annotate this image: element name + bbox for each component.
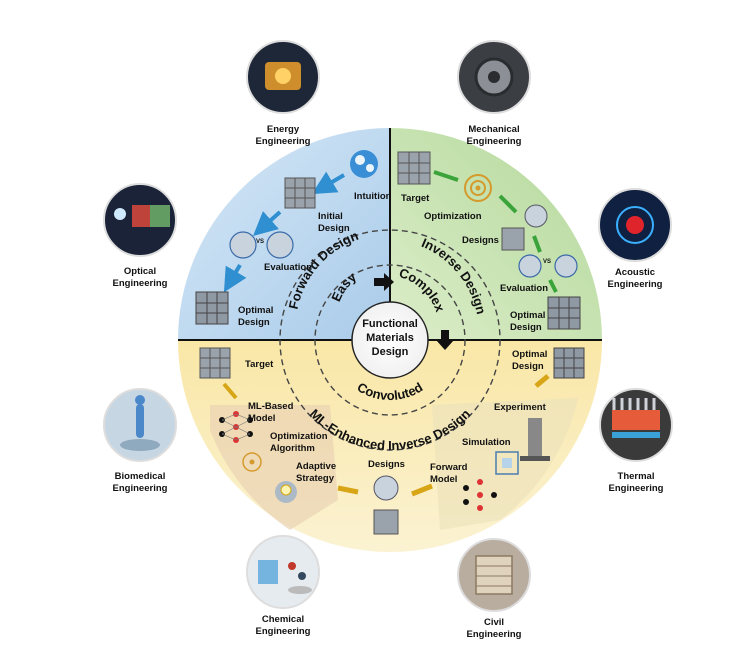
center-line3: Design	[372, 346, 409, 358]
thermal-application-icon	[599, 388, 673, 462]
initial-design-lattice-icon	[284, 177, 316, 209]
adaptive-strategy-label2: Strategy	[296, 473, 335, 484]
acoustic-application-icon	[598, 188, 672, 262]
simulation-label: Simulation	[462, 437, 511, 448]
biomedical-application-icon	[103, 388, 177, 462]
right-arrow-icon	[374, 273, 394, 291]
forward-model-label2: Model	[430, 474, 457, 485]
inverse-target-lattice-icon	[397, 151, 431, 185]
optical-application-icon	[103, 183, 177, 257]
simulation-cube-icon	[495, 451, 519, 475]
optimization-algorithm-label2: Algorithm	[270, 443, 315, 454]
ml-target-lattice-icon	[199, 347, 231, 379]
experiment-label: Experiment	[494, 402, 547, 413]
lightbulb-icon	[275, 481, 297, 503]
ml-optimal-label2: Design	[512, 361, 544, 372]
optimization-label: Optimization	[424, 211, 482, 222]
ml-model-label1: ML-Based	[248, 401, 294, 412]
initial-design-label2: Design	[318, 223, 350, 234]
neural-network-icon	[219, 411, 253, 443]
inverse-vs-label: VS	[543, 259, 551, 265]
adaptive-strategy-label1: Adaptive	[296, 461, 336, 472]
forward-model-label1: Forward	[430, 462, 468, 473]
center-line2: Materials	[366, 332, 414, 344]
ml-optimal-label1: Optimal	[512, 349, 547, 360]
evaluation-label: Evaluation	[264, 262, 312, 273]
designs-label: Designs	[462, 235, 499, 246]
optimization-algorithm-label1: Optimization	[270, 431, 328, 442]
forward-optimal-label2: Design	[238, 317, 270, 328]
intuition-label: Intuition	[354, 191, 392, 202]
ml-model-label2: Model	[248, 413, 275, 424]
ml-left-panel	[210, 405, 338, 530]
civil-application-icon	[457, 538, 531, 612]
mechanical-application-icon	[457, 40, 531, 114]
convoluted-label: Convoluted	[355, 379, 426, 403]
forward-optimal-label1: Optimal	[238, 305, 273, 316]
down-arrow-icon	[436, 330, 454, 350]
ml-target-label: Target	[245, 359, 274, 370]
initial-design-label1: Initial	[318, 211, 343, 222]
center-circle	[351, 301, 429, 379]
forward-model-network-icon	[463, 479, 497, 511]
inverse-evaluation-spheres-icon	[518, 254, 578, 278]
designs-icons	[501, 204, 548, 251]
inverse-evaluation-label: Evaluation	[500, 283, 548, 294]
chemical-application-icon	[246, 535, 320, 609]
ml-radar-icon	[242, 452, 262, 472]
intuition-icon	[350, 150, 378, 178]
center-line1: Functional	[362, 318, 418, 330]
inverse-optimal-lattice-icon	[547, 296, 581, 330]
ml-designs-label: Designs	[368, 459, 405, 470]
inverse-optimal-label2: Design	[510, 322, 542, 333]
ml-optimal-lattice-icon	[553, 347, 585, 379]
optimization-radar-icon	[464, 174, 492, 202]
optimal-design-lattice-icon	[195, 291, 229, 325]
evaluation-spheres-icon	[229, 231, 294, 259]
vs-label: VS	[256, 239, 264, 245]
ml-designs-icons	[373, 475, 399, 535]
inverse-optimal-label1: Optimal	[510, 310, 545, 321]
energy-application-icon	[246, 40, 320, 114]
experiment-machine-icon	[520, 418, 550, 461]
inverse-target-label: Target	[401, 193, 430, 204]
